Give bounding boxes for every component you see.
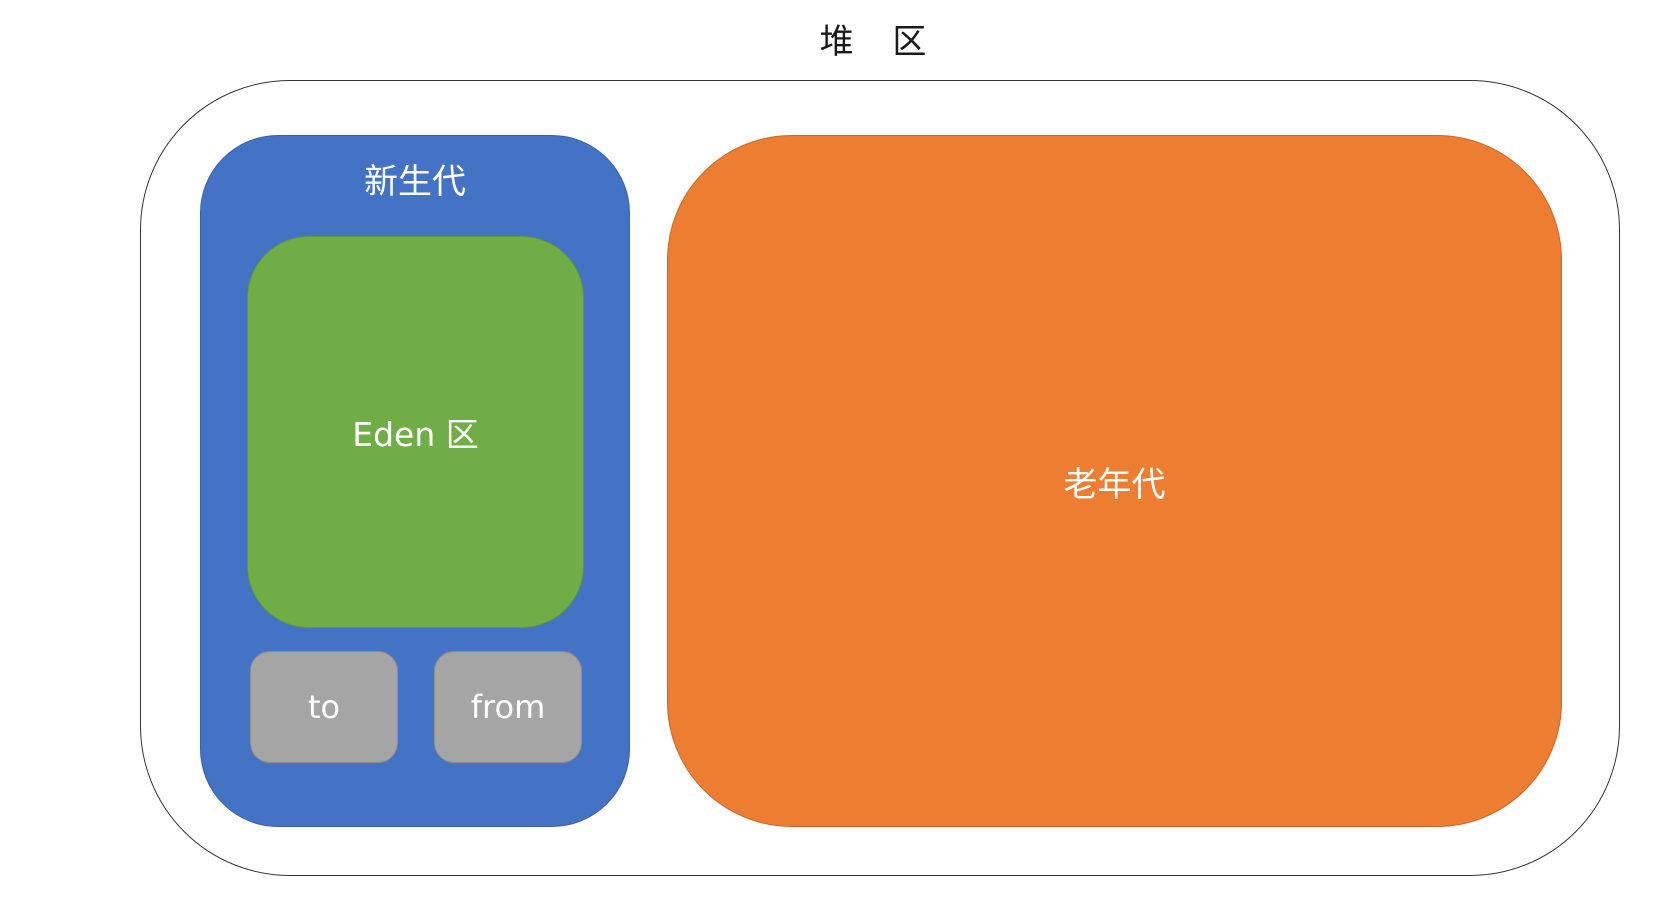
survivor-from-label: from [470,688,546,726]
heap-title: 堆 区 [819,22,941,62]
young-generation-label: 新生代 [364,162,466,202]
eden-box: Eden 区 [247,236,584,628]
survivor-to-label: to [307,688,341,726]
survivor-to-box: to [250,651,398,763]
young-generation-box: 新生代 Eden 区 to from [200,135,630,827]
old-generation-label: 老年代 [1063,464,1166,505]
old-generation-box: 老年代 [667,135,1562,827]
survivor-from-box: from [434,651,582,763]
eden-label: Eden 区 [352,415,479,454]
